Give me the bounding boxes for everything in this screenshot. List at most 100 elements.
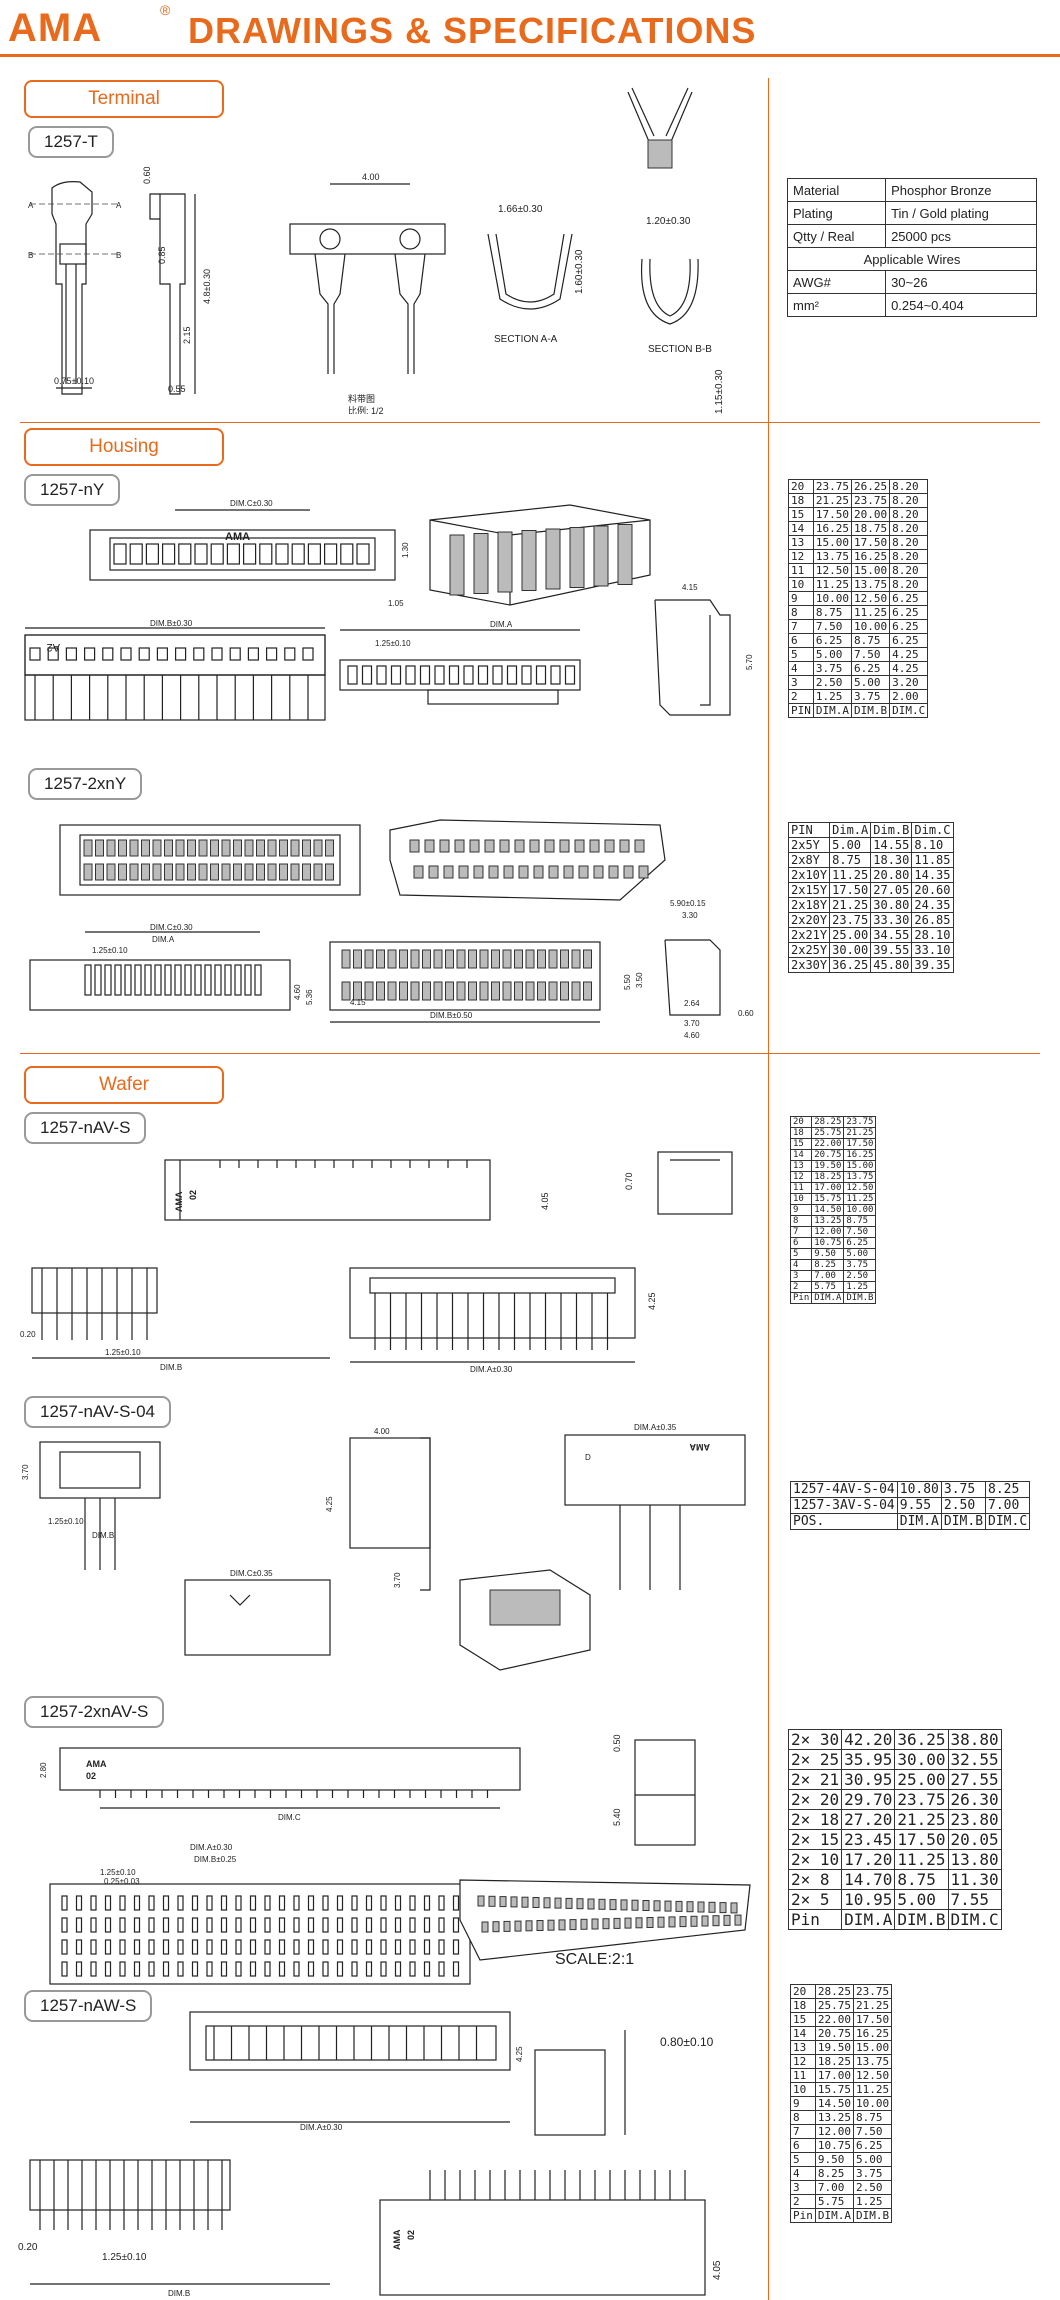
table-cell: Pin xyxy=(789,1292,813,1304)
svg-text:0.60: 0.60 xyxy=(142,166,152,184)
table-cell: DIM.C xyxy=(889,703,929,718)
svg-text:2.15: 2.15 xyxy=(182,326,192,344)
page-title: DRAWINGS & SPECIFICATIONS xyxy=(188,10,757,51)
drawing-feature xyxy=(642,1900,650,1911)
table-cell: 20 xyxy=(788,479,814,494)
svg-text:0.60: 0.60 xyxy=(738,1009,754,1018)
table-cell: 7 xyxy=(789,1226,813,1238)
drawing-feature xyxy=(456,949,466,969)
table-cell: DIM.A xyxy=(812,703,853,718)
drawing-feature xyxy=(134,964,142,996)
table-cell: 1.25 xyxy=(843,1281,877,1293)
table-cell: PIN xyxy=(787,822,831,838)
drawing-feature xyxy=(75,1895,83,1911)
svg-text:SECTION A-A: SECTION A-A xyxy=(494,334,558,345)
section-divider xyxy=(20,1053,1040,1054)
wafer-rear-view: DIM.A±0.30 4.25 xyxy=(349,1267,657,1374)
table-cell: 1257-4AV-S-04 xyxy=(790,1481,898,1498)
drawing-feature xyxy=(178,543,192,565)
table-cell: 15.75 xyxy=(811,1193,845,1205)
drawing-feature xyxy=(550,665,561,685)
drawing-feature xyxy=(394,1917,402,1933)
drawing-feature xyxy=(104,1939,112,1955)
drawing-feature xyxy=(133,1895,141,1911)
svg-text:3.70: 3.70 xyxy=(684,1019,700,1028)
table-cell: 39.35 xyxy=(911,957,954,973)
svg-text:5.50: 5.50 xyxy=(623,974,632,990)
drawing-feature xyxy=(211,647,223,661)
drawing-feature xyxy=(468,949,477,969)
table-cell: 12.00 xyxy=(811,1226,845,1238)
table-cell: 8.75 xyxy=(829,852,872,868)
table-cell: 21.25 xyxy=(852,1998,893,2013)
wafer2x-side-view: 0.50 5.40 xyxy=(612,1734,696,1846)
table-cell: 17.50 xyxy=(843,1138,877,1150)
table-cell: 11 xyxy=(789,1182,813,1194)
drawing-feature xyxy=(224,964,232,996)
svg-text:2.64: 2.64 xyxy=(684,999,700,1008)
svg-text:AMA: AMA xyxy=(392,2229,402,2250)
svg-text:0.50: 0.50 xyxy=(612,1734,622,1752)
drawing-feature xyxy=(90,1961,97,1977)
table-cell: 16.25 xyxy=(843,1149,877,1161)
drawing-feature xyxy=(445,981,454,1001)
drawing-feature xyxy=(302,863,311,881)
drawing-feature xyxy=(491,981,500,1001)
drawing-feature xyxy=(243,543,257,565)
table-cell: 21.25 xyxy=(843,1127,877,1139)
drawing-feature xyxy=(578,865,589,879)
drawing-feature xyxy=(518,865,529,879)
drawing-feature xyxy=(438,1939,445,1955)
drawing-feature xyxy=(589,839,600,853)
table-cell: 13 xyxy=(788,535,814,550)
drawing-feature xyxy=(214,964,222,996)
table-cell: 45.80 xyxy=(870,957,913,973)
drawing-feature xyxy=(235,1939,242,1955)
terminal-section-aa: 1.66±0.30 1.60±0.30 SECTION A-A xyxy=(487,204,585,345)
table-cell: 2x30Y xyxy=(787,957,831,973)
table-cell: DIM.B xyxy=(843,1292,877,1304)
table-cell: 17.00 xyxy=(811,1182,845,1194)
table-cell: 9 xyxy=(788,591,814,606)
svg-text:DIM.B±0.25: DIM.B±0.25 xyxy=(194,1855,237,1864)
table-cell: 12 xyxy=(788,549,814,564)
drawing-feature xyxy=(220,1961,228,1977)
table-cell: 8.20 xyxy=(889,563,929,578)
drawing-feature xyxy=(47,647,59,661)
table-cell: 39.55 xyxy=(870,942,913,958)
table-cell: 13.25 xyxy=(814,2110,855,2125)
svg-text:1.25±0.10: 1.25±0.10 xyxy=(102,2252,147,2263)
table-cell: 27.05 xyxy=(870,882,913,898)
drawing-feature xyxy=(405,665,416,685)
drawing-feature xyxy=(617,524,633,585)
svg-text:1.30: 1.30 xyxy=(401,542,410,558)
svg-text:DIM.B: DIM.B xyxy=(160,1363,182,1372)
drawing-feature xyxy=(409,1939,416,1955)
drawing-feature xyxy=(503,865,514,879)
drawing-feature xyxy=(477,665,489,685)
table-cell: 2.00 xyxy=(889,689,929,704)
drawing-feature xyxy=(503,1920,511,1932)
drawing-feature xyxy=(221,839,231,857)
wafer04-3d-view xyxy=(459,1569,591,1671)
table-cell: 14.50 xyxy=(811,1204,845,1216)
drawing-feature xyxy=(690,1915,698,1927)
table-cell: 16.25 xyxy=(852,2026,893,2041)
table-cell: 15 xyxy=(789,1138,813,1150)
part-label-1257-ny: 1257-nY xyxy=(24,474,121,506)
table-cell: 14 xyxy=(790,2026,816,2041)
drawing-feature xyxy=(569,1919,577,1931)
terminal-section-bb: 1.20±0.30 SECTION B-B 1.15±0.30 xyxy=(640,216,725,414)
svg-text:1.60±0.30: 1.60±0.30 xyxy=(574,249,585,294)
drawing-feature xyxy=(177,1939,184,1955)
svg-text:1.05: 1.05 xyxy=(388,599,404,608)
